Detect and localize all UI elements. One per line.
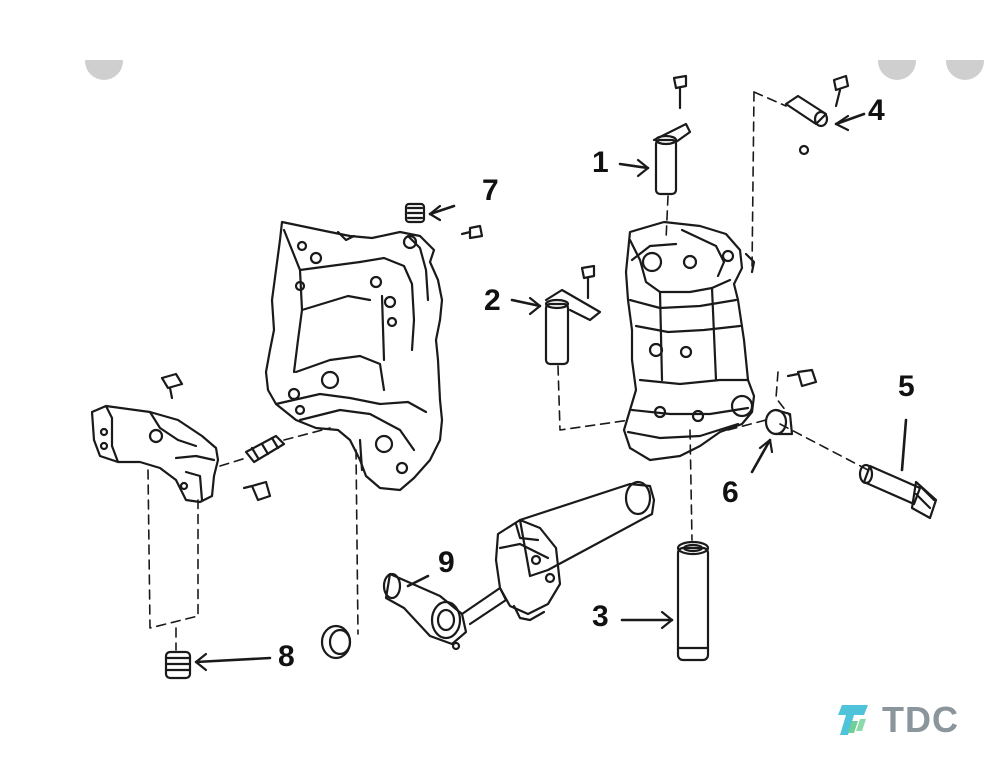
part-8-threaded-plug [164, 650, 192, 680]
part-8-arrow [194, 656, 272, 664]
part-8-arrowhead [194, 652, 208, 672]
callout-9: 9 [438, 546, 455, 579]
connecting-pin [242, 434, 286, 502]
tdc-logo-icon [838, 705, 868, 735]
decorative-dot [85, 60, 123, 80]
assembly-leader-lines-left [147, 427, 359, 651]
callout-2: 2 [484, 284, 501, 317]
part-7-grease-fitting [404, 202, 484, 240]
callout-3: 3 [592, 600, 609, 633]
part-2-lower-king-pin [510, 264, 602, 366]
decorative-dot [946, 60, 984, 80]
tdc-logo: TDC [836, 699, 986, 740]
callout-8: 8 [278, 640, 295, 673]
end-cap [320, 624, 352, 660]
left-mounting-bracket [90, 372, 220, 504]
part-6-bushing [750, 368, 818, 474]
callout-7: 7 [482, 174, 499, 207]
right-knuckle-housing [622, 220, 756, 462]
part-3-long-king-pin [620, 540, 710, 662]
part-1-upper-king-pin [618, 74, 692, 196]
callout-1: 1 [592, 146, 609, 179]
assembly-leader-lines-right [557, 91, 869, 541]
left-frame-housing [264, 220, 444, 492]
logo-text: TDC [882, 699, 959, 740]
part-4-lock-pin [784, 74, 866, 156]
callout-6: 6 [722, 476, 739, 509]
decorative-dot [878, 60, 916, 80]
part-9-steering-cylinder [382, 480, 656, 651]
callout-4: 4 [868, 94, 885, 127]
callout-5: 5 [898, 370, 915, 403]
part-5-through-bolt [858, 418, 938, 520]
